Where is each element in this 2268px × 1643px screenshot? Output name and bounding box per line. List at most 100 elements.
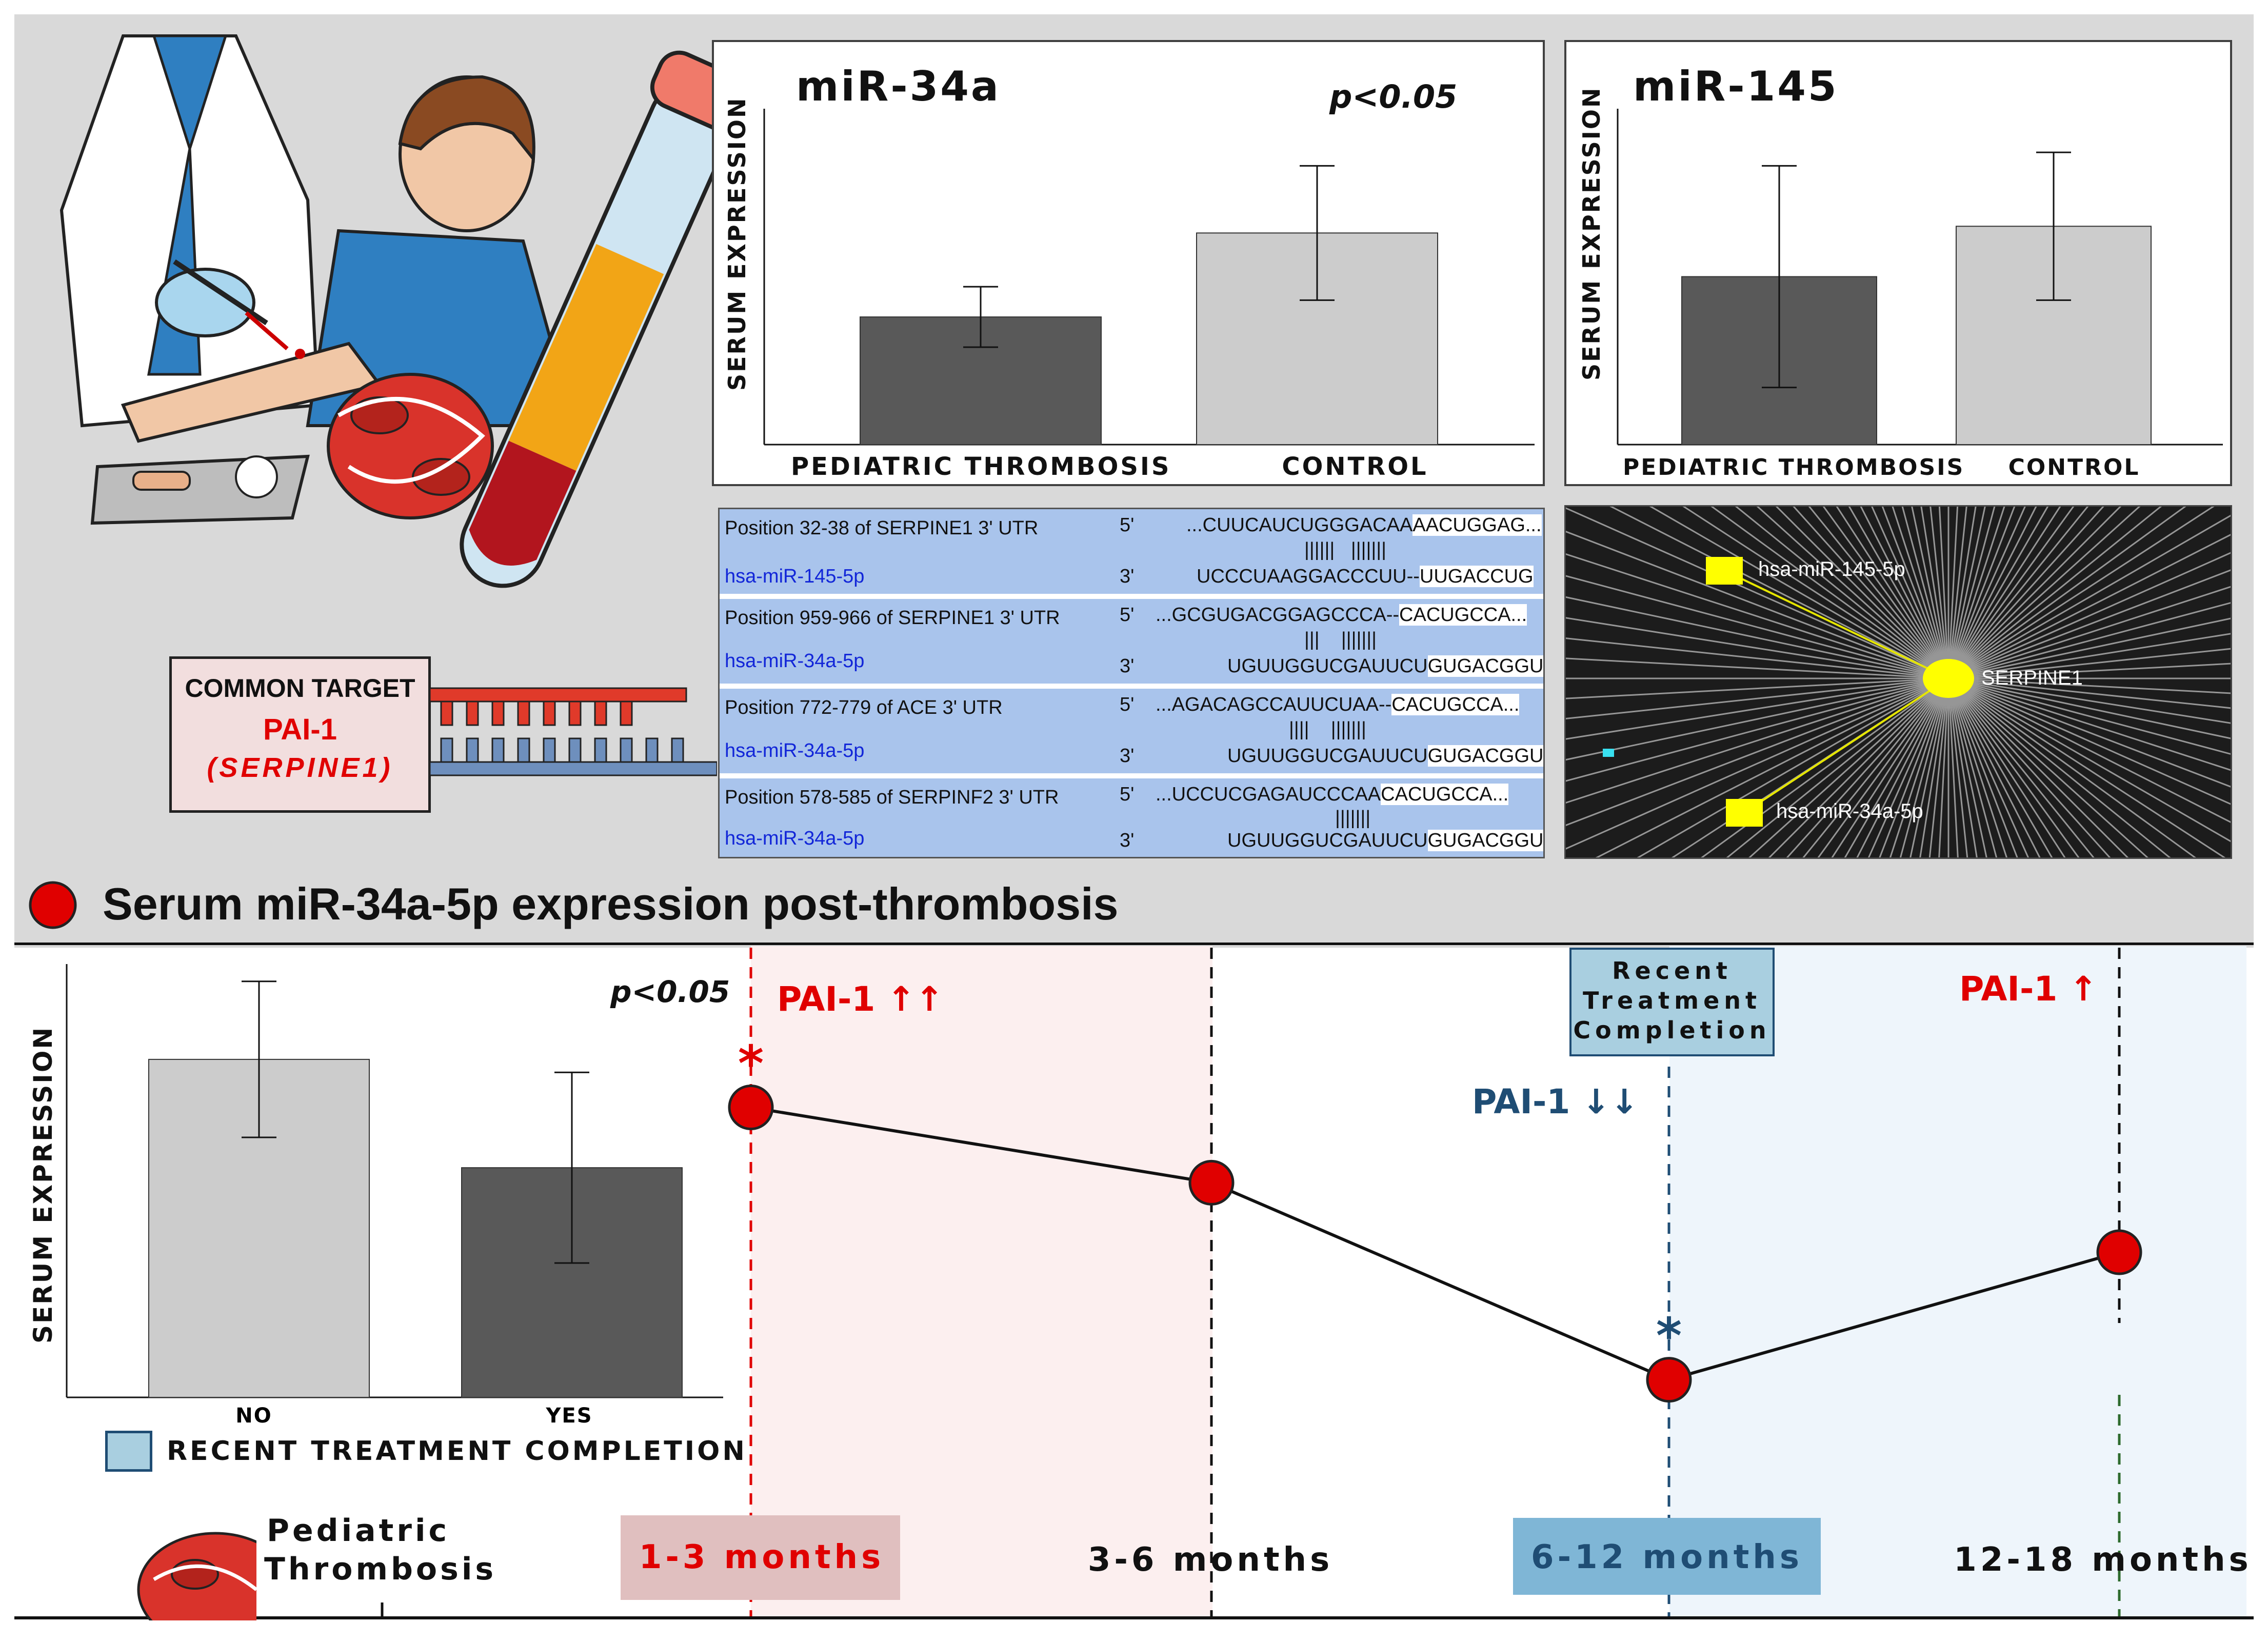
- network-edge: [1948, 677, 2231, 694]
- chart-title: miR-34a: [796, 63, 1001, 110]
- network-edge: [1793, 507, 1949, 679]
- target-gene: (SERPINE1): [207, 752, 393, 783]
- target-heading: COMMON TARGET: [185, 674, 415, 703]
- network-edge: [1948, 552, 2231, 679]
- network-edge: [1948, 617, 2231, 679]
- network-graph: [1566, 507, 2231, 857]
- network-edge: [1649, 507, 1949, 679]
- alignment-row: Position 772-779 of ACE 3' UTR hsa-miR-3…: [720, 689, 1544, 773]
- alignment-row: Position 959-966 of SERPINE1 3' UTR hsa-…: [720, 599, 1544, 684]
- network-edge: [1879, 678, 1949, 857]
- five-prime-label: 5': [1120, 604, 1135, 626]
- network-edge: [1947, 507, 2026, 679]
- five-prime-label: 5': [1120, 694, 1135, 715]
- mir145-node: [1706, 557, 1743, 585]
- network-edge: [1948, 677, 2231, 788]
- mirna-seq: UGUUGGUCGAUUCUGUGACGGU: [1227, 655, 1544, 677]
- network-edge: [1768, 677, 1949, 857]
- network-edge: [1867, 678, 1949, 857]
- period-label: 3-6 months: [1087, 1541, 1334, 1579]
- network-edge: [1948, 677, 2231, 771]
- network-edge: [1947, 678, 1968, 857]
- network-edge: [1735, 507, 1949, 679]
- p-value-label: p<0.05: [1329, 78, 1458, 115]
- network-edge: [1901, 507, 1949, 679]
- start-label: Pediatric: [267, 1513, 450, 1549]
- data-point: [1646, 1357, 1692, 1403]
- network-edge: [1948, 677, 2231, 823]
- section-divider: [14, 943, 2254, 945]
- serpine1-node: [1923, 659, 1974, 698]
- network-edge: [1566, 677, 1949, 740]
- network-edge: [1948, 677, 2231, 724]
- pairing-bars: ||| |||||||: [1304, 629, 1377, 650]
- network-edge: [1682, 507, 1949, 679]
- network-edge: [1947, 507, 2104, 679]
- mirna-duplex-icon: [430, 687, 717, 776]
- network-edge: [1948, 507, 2162, 679]
- network-edge: [1947, 678, 2030, 857]
- network-edge: [1947, 678, 2053, 857]
- x-tick-label: YES: [546, 1404, 593, 1428]
- network-edge: [1947, 507, 2089, 679]
- legend-swatch: [105, 1431, 152, 1472]
- network-edge: [1948, 507, 2215, 679]
- section-title: Serum miR-34a-5p expression post-thrombo…: [103, 878, 1119, 929]
- network-edge: [1947, 507, 2005, 679]
- network-edge: [1566, 657, 1949, 679]
- rtc-line: Completion: [1573, 1016, 1771, 1044]
- row-separator: [720, 594, 1543, 599]
- network-edge: [1919, 678, 1949, 857]
- network-edge: [1948, 677, 2231, 755]
- network-edge: [1836, 507, 1949, 679]
- network-edge: [1948, 514, 2231, 679]
- network-edge: [1947, 678, 1959, 857]
- network-edge: [1947, 677, 2129, 857]
- alignment-position: Position 32-38 of SERPINE1 3' UTR: [725, 517, 1039, 539]
- series-line: [750, 1106, 2120, 1381]
- rtc-line: Recent: [1612, 957, 1732, 985]
- mir145-chart-panel: miR-145 SERUM EXPRESSION PEDIATRIC THROM…: [1564, 40, 2232, 486]
- network-edge: [1566, 677, 1949, 719]
- network-edge: [1822, 507, 1949, 679]
- five-prime-label: 5': [1120, 514, 1135, 536]
- network-edge: [1947, 507, 2016, 679]
- network-edge: [1710, 507, 1949, 679]
- network-edge: [1947, 678, 2041, 857]
- network-edge: [1566, 617, 1949, 679]
- network-edge: [1637, 677, 1949, 857]
- network-edge: [1947, 678, 2066, 857]
- network-edge: [1566, 575, 1949, 679]
- network-edge: [1947, 678, 1998, 857]
- network-edge: [1948, 677, 2196, 857]
- mir145-node-label: hsa-miR-145-5p: [1758, 558, 1905, 580]
- network-edge: [1938, 678, 1949, 857]
- network-edge: [1947, 507, 2037, 679]
- network-edge: [1831, 678, 1949, 857]
- data-point: [2096, 1229, 2142, 1275]
- edge-mir145: [1724, 570, 1949, 679]
- pai1-rise-label: PAI-1 ↑: [1959, 969, 2098, 1009]
- three-prime-label: 3': [1120, 655, 1135, 677]
- network-edge: [1948, 586, 2231, 679]
- network-edge: [1948, 677, 2171, 857]
- network-edge: [1566, 637, 1949, 679]
- network-edge: [1856, 678, 1949, 857]
- blood-clot-icon: [327, 373, 494, 519]
- network-edge: [1948, 648, 2231, 679]
- network-edge: [1817, 678, 1949, 857]
- network-edge: [1947, 507, 2141, 679]
- pai1-high-label: PAI-1 ↑↑: [777, 979, 944, 1019]
- network-edge: [1892, 507, 1949, 679]
- network-edge: [1899, 678, 1949, 857]
- x-tick-label: PEDIATRIC THROMBOSIS: [1623, 454, 1965, 480]
- legend-label: RECENT TREATMENT COMPLETION: [167, 1436, 747, 1467]
- network-edge: [1748, 677, 1949, 857]
- x-tick-label: CONTROL: [1282, 452, 1428, 481]
- network-edge: [1947, 678, 2080, 857]
- rtc-line: Treatment: [1582, 987, 1762, 1014]
- alignment-mirna: hsa-miR-34a-5p: [725, 828, 865, 849]
- significance-marker: *: [1656, 1308, 1682, 1365]
- network-edge: [1947, 507, 1959, 679]
- three-prime-label: 3': [1120, 830, 1135, 851]
